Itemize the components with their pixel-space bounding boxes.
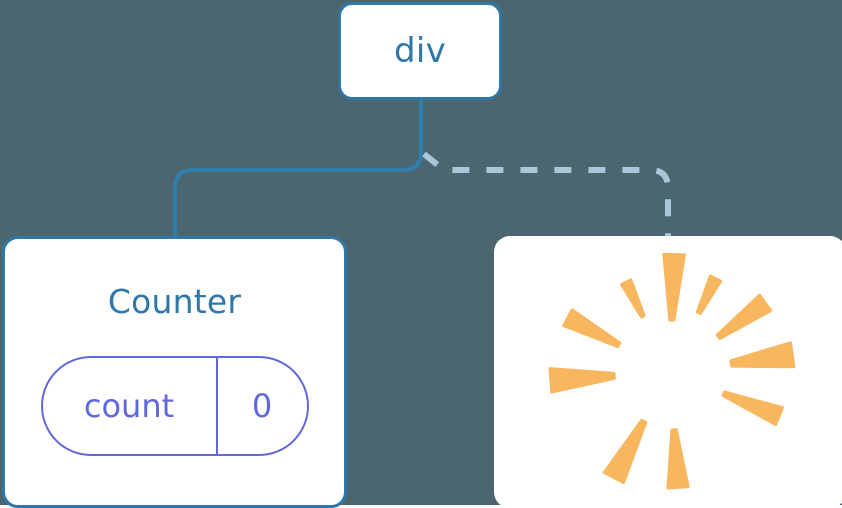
ray-nne (695, 274, 723, 315)
node-counter[interactable]: Counter count 0 (2, 236, 347, 508)
burst-icon (548, 252, 796, 490)
component-title: Counter (107, 282, 242, 321)
state-value-label: 0 (251, 387, 273, 425)
state-pill-divider (215, 358, 218, 454)
ray-ssw (602, 418, 648, 485)
state-pill-count[interactable]: count 0 (40, 356, 309, 456)
state-key-label: count (83, 387, 175, 425)
ray-ene (729, 341, 796, 369)
edge-div-to-counter (173, 98, 423, 242)
ray-nnw (620, 278, 646, 319)
ray-s (666, 428, 690, 490)
node-highlight-panel[interactable] (494, 236, 842, 508)
ray-wsw (548, 367, 616, 394)
node-div-label: div (393, 31, 447, 71)
ray-ese (721, 390, 784, 426)
node-div[interactable]: div (338, 2, 502, 100)
ray-n (662, 252, 686, 322)
edge-div-to-burst (422, 151, 671, 240)
ray-wnw (562, 308, 622, 349)
ray-ne (715, 293, 773, 340)
